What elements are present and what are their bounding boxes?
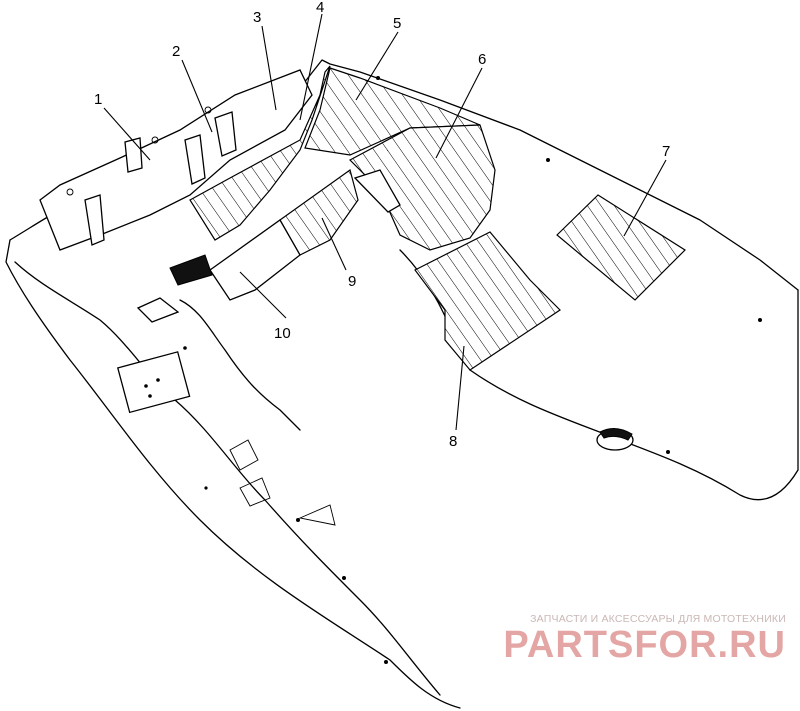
- callout-7: 7: [662, 143, 670, 160]
- callout-8: 8: [449, 433, 457, 450]
- leader-10: [239, 271, 287, 319]
- bracket-mid: [184, 134, 206, 185]
- leader-5: [355, 31, 399, 101]
- vent-left: [136, 297, 180, 323]
- callout-4: 4: [316, 0, 324, 16]
- outer-shell-bottom-right: [469, 289, 799, 501]
- callout-6: 6: [478, 51, 486, 68]
- leader-9: [321, 217, 347, 271]
- watermark-brand: PARTSFOR.RU: [503, 624, 786, 666]
- bracket-left: [84, 194, 105, 246]
- rear-bulkhead: [39, 69, 313, 251]
- leader-6: [435, 67, 483, 159]
- callout-3: 3: [253, 9, 261, 26]
- leader-7: [623, 159, 667, 237]
- side-plate: [116, 351, 191, 414]
- fastener-dots: [144, 76, 762, 664]
- callout-10: 10: [274, 325, 291, 342]
- leader-lines: [103, 13, 667, 431]
- tab-notch: [239, 477, 271, 507]
- watermark: ЗАПЧАСТИ И АКСЕССУАРЫ ДЛЯ МОТОТЕХНИКИ PA…: [466, 613, 786, 665]
- mount-hole: [66, 188, 74, 196]
- leader-8: [455, 345, 465, 431]
- bracket-small: [124, 137, 143, 173]
- tab-notch: [298, 504, 336, 526]
- callout-5: 5: [393, 15, 401, 32]
- callout-labels: 1 2 3 4 5 6 7 8 9 10: [94, 0, 670, 450]
- part-6-pad: [349, 124, 496, 251]
- latch-right: [353, 169, 401, 213]
- callout-1: 1: [94, 91, 102, 108]
- outer-shell-bottom-left: [5, 239, 461, 709]
- part-7-pad: [556, 194, 686, 301]
- mount-hole: [204, 106, 212, 114]
- gas-cap-ring: [599, 428, 633, 441]
- part-8-pad: [414, 231, 561, 371]
- bracket-right: [214, 111, 237, 157]
- part-10-clip: [169, 254, 213, 286]
- mount-hole: [151, 136, 159, 144]
- part-3-seal: [189, 65, 331, 241]
- inner-edge-left: [14, 261, 441, 696]
- callout-2: 2: [172, 43, 180, 60]
- leader-3: [261, 25, 277, 111]
- leader-4: [299, 13, 323, 121]
- watermark-subtitle: ЗАПЧАСТИ И АКСЕССУАРЫ ДЛЯ МОТОТЕХНИКИ: [530, 613, 786, 625]
- leader-2: [181, 59, 213, 133]
- callout-9: 9: [348, 273, 356, 290]
- center-console: [209, 219, 301, 301]
- tab-notch: [229, 439, 259, 471]
- leader-1: [103, 107, 151, 161]
